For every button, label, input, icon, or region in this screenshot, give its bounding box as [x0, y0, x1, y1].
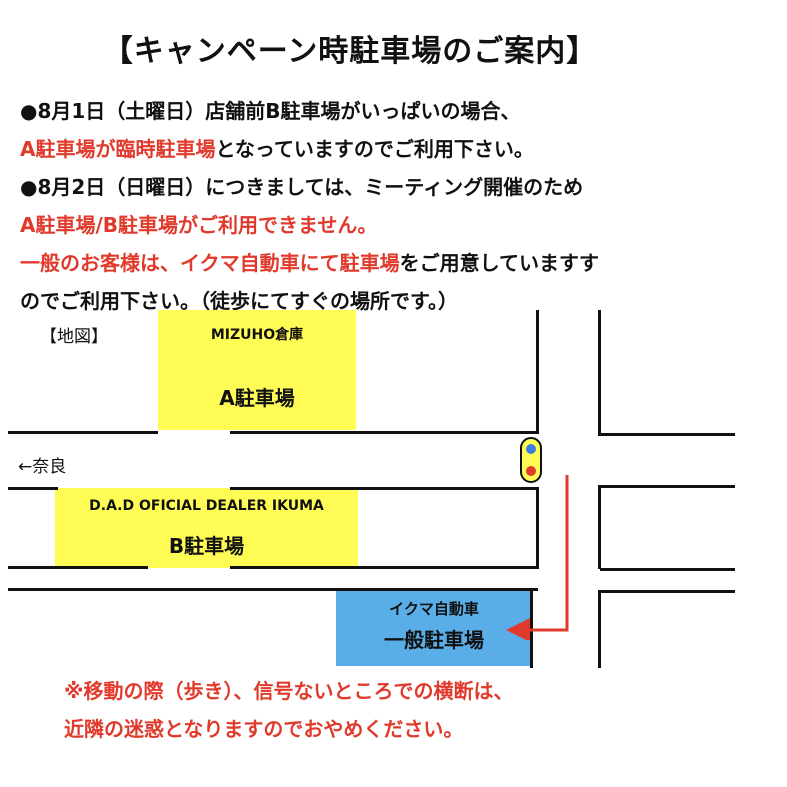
notice-block: ●8月1日（土曜日）店舗前B駐車場がいっぱいの場合、 A駐車場が臨時駐車場となっ… — [20, 92, 780, 320]
lot-b: D.A.D OFICIAL DEALER IKUMA B駐車場 — [55, 488, 358, 568]
traffic-signal-icon — [520, 437, 542, 483]
caution-note: ※移動の際（歩き）、信号ないところでの横断は、 近隣の迷惑となりますのでおやめく… — [64, 672, 764, 748]
map-label: 【地図】 — [40, 327, 108, 347]
signal-red-light — [526, 466, 536, 476]
notice-line-6: のでご利用下さい。（徒歩にてすぐの場所です。） — [20, 289, 458, 313]
direction-label: ←奈良 — [18, 457, 67, 477]
lot-b-name: B駐車場 — [168, 534, 245, 558]
road-line — [8, 487, 58, 490]
notice-line-1: ●8月1日（土曜日）店舗前B駐車場がいっぱいの場合、 — [20, 99, 521, 123]
notice-line-5: 一般のお客様は、イクマ自動車にて駐車場をご用意していますす — [20, 244, 780, 282]
road-line — [530, 588, 533, 668]
lot-general-name: 一般駐車場 — [384, 628, 484, 652]
notice-line-2-rest: となっていますのでご利用下さい。 — [215, 137, 534, 161]
road-line — [8, 566, 148, 569]
road-line — [230, 487, 538, 490]
road-line — [230, 431, 538, 434]
caution-line-1: ※移動の際（歩き）、信号ないところでの横断は、 — [64, 679, 514, 703]
lot-b-building: D.A.D OFICIAL DEALER IKUMA — [89, 498, 324, 514]
road-line — [600, 590, 735, 593]
caution-line-2: 近隣の迷惑となりますのでおやめください。 — [64, 717, 464, 741]
road-line — [536, 310, 539, 434]
lot-a-name: A駐車場 — [219, 386, 295, 410]
lot-general-building: イクマ自動車 — [389, 600, 479, 618]
road-line — [598, 590, 601, 668]
notice-line-3: ●8月2日（日曜日）につきましては、ミーティング開催のため — [20, 175, 584, 199]
road-line — [8, 588, 538, 591]
lot-a: MIZUHO倉庫 A駐車場 — [158, 310, 356, 430]
page-title: 【キャンペーン時駐車場のご案内】 — [102, 34, 598, 69]
road-line — [598, 310, 601, 436]
road-line — [600, 568, 735, 571]
road-line — [598, 485, 601, 569]
parking-map: 【地図】 MIZUHO倉庫 A駐車場 D.A.D OFICIAL DEALER … — [0, 300, 787, 700]
temporary-lot-notice: A駐車場が臨時駐車場 — [20, 137, 216, 161]
lot-a-building: MIZUHO倉庫 — [210, 327, 304, 343]
lot-general: イクマ自動車 一般駐車場 — [336, 590, 532, 666]
road-line — [600, 485, 735, 488]
route-arrow-icon — [506, 475, 569, 640]
road-line — [600, 433, 735, 436]
signal-blue-light — [526, 444, 536, 454]
general-lot-notice: 一般のお客様は、イクマ自動車にて駐車場 — [20, 251, 400, 275]
notice-line-2: A駐車場が臨時駐車場となっていますのでご利用下さい。 — [20, 130, 780, 168]
road-line — [536, 487, 539, 569]
lots-unavailable-notice: A駐車場/B駐車場がご利用できません。 — [20, 213, 378, 237]
notice-line-5-rest: をご用意していますす — [399, 251, 600, 275]
road-line — [8, 431, 158, 434]
road-line — [230, 566, 538, 569]
